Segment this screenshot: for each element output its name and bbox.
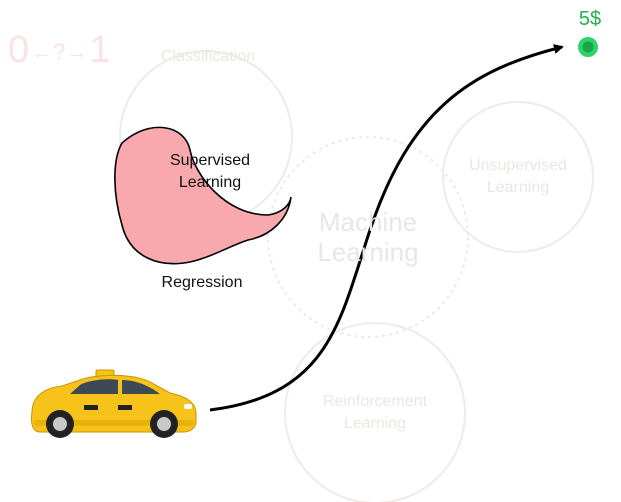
binary-arrow: ←?→: [31, 38, 88, 64]
reinforcement-circle: [284, 322, 466, 502]
machine-line-2: Learning: [317, 237, 419, 267]
goal-dot-icon: [578, 37, 598, 57]
supervised-line-1: Supervised: [169, 152, 251, 169]
binary-zero: 0: [8, 29, 30, 71]
taxi-car-icon: [31, 369, 197, 438]
machine-learning-circle: [267, 136, 469, 338]
unsupervised-line-1: Unsupervised: [469, 157, 567, 174]
unsupervised-line-2: Learning: [486, 179, 550, 196]
regression-label: Regression: [161, 274, 243, 291]
reinforcement-label: Reinforcement Learning: [300, 391, 450, 435]
machine-line-1: Machine: [318, 207, 418, 237]
reinforcement-line-2: Learning: [343, 415, 407, 432]
path-arrow-icon: [209, 44, 564, 412]
supervised-label: Supervised Learning: [150, 150, 270, 194]
reinforcement-line-1: Reinforcement: [322, 393, 428, 410]
binary-one: 1: [89, 29, 111, 71]
supervised-line-2: Learning: [178, 174, 242, 191]
supervised-learning-blob: [114, 126, 292, 265]
binary-symbol: 0←?→1: [8, 28, 128, 72]
machine-learning-label: Machine Learning: [298, 207, 438, 267]
classification-label: Classification: [160, 48, 256, 65]
unsupervised-circle: [442, 101, 594, 253]
reward-label: 5$: [578, 8, 602, 30]
unsupervised-label: Unsupervised Learning: [458, 155, 578, 199]
